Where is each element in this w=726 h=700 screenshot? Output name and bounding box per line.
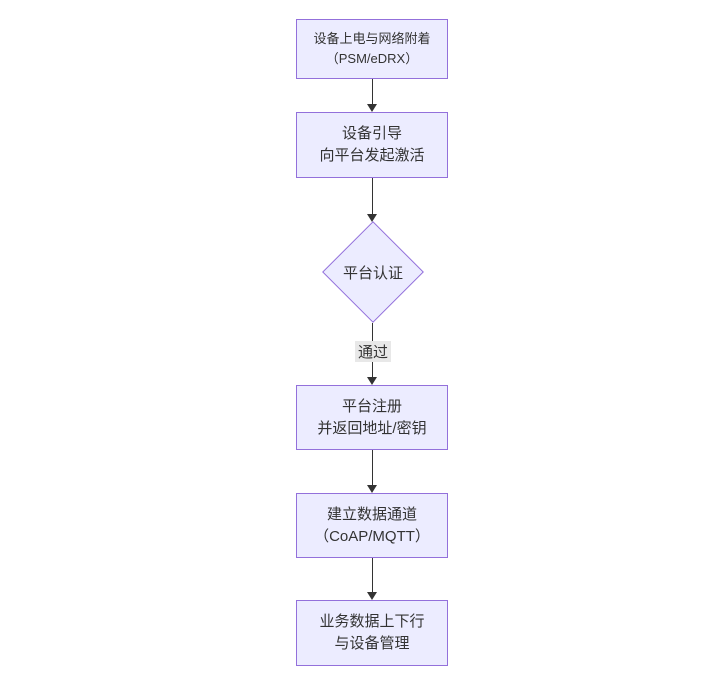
node-register: 平台注册 并返回地址/密钥 bbox=[296, 385, 448, 450]
arrowhead-down-icon bbox=[367, 377, 377, 385]
node-text-line: （PSM/eDRX） bbox=[325, 51, 419, 66]
node-text-line: 与设备管理 bbox=[334, 635, 410, 652]
arrow-shaft bbox=[371, 79, 373, 104]
node-business: 业务数据上下行 与设备管理 bbox=[296, 600, 448, 666]
node-text-line: 业务数据上下行 bbox=[319, 613, 425, 630]
decision-label: 平台认证 bbox=[342, 264, 403, 282]
arrowhead-down-icon bbox=[367, 214, 377, 222]
node-text-line: 平台注册 bbox=[341, 397, 402, 415]
node-text-line: 设备引导 bbox=[341, 125, 402, 142]
node-bootstrap: 设备引导 向平台发起激活 bbox=[296, 112, 448, 178]
arrowhead-down-icon bbox=[367, 485, 377, 493]
node-data-channel: 建立数据通道 （CoAP/MQTT） bbox=[296, 493, 448, 558]
edge-label-pass: 通过 bbox=[354, 341, 392, 362]
node-text-line: （CoAP/MQTT） bbox=[314, 527, 430, 545]
arrowhead-down-icon bbox=[367, 592, 377, 600]
arrowhead-down-icon bbox=[367, 104, 377, 112]
node-text-line: 建立数据通道 bbox=[326, 505, 417, 523]
node-text-line: 设备上电与网络附着 bbox=[313, 31, 431, 46]
node-text-line: 并返回地址/密钥 bbox=[317, 419, 427, 437]
arrow-shaft bbox=[371, 558, 373, 592]
node-text-line: 向平台发起激活 bbox=[319, 147, 425, 164]
arrow-shaft bbox=[371, 178, 373, 214]
node-power-attach: 设备上电与网络附着 （PSM/eDRX） bbox=[296, 19, 448, 79]
arrow-shaft bbox=[371, 450, 373, 485]
